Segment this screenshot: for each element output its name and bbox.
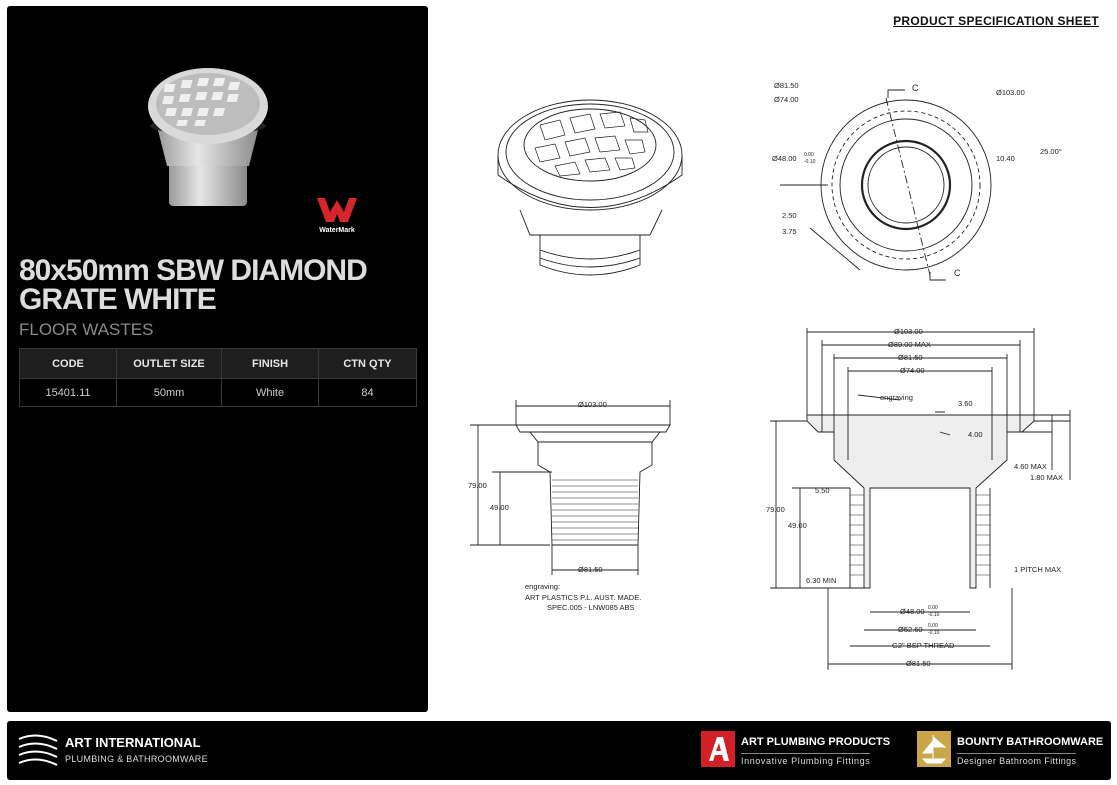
section-dim-pitch: 1 PITCH MAX (1014, 565, 1061, 574)
section-engraving: engraving (880, 393, 913, 402)
plan-dim-r375: 3.75 (782, 227, 797, 236)
brand1-name: ART INTERNATIONAL (65, 735, 201, 750)
brand3-name: BOUNTY BATHROOMWARE (957, 736, 1104, 748)
watermark-icon (317, 198, 357, 222)
section-dim-t360: 3.60 (958, 399, 973, 408)
side-dims: Ø103.00 79.00 49.00 Ø81.50 engraving: AR… (468, 400, 641, 612)
header-finish: FINISH (221, 348, 319, 379)
plan-dim-d48: Ø48.00 (772, 154, 797, 163)
watermark-label: WaterMark (319, 227, 355, 234)
side-view (470, 400, 671, 575)
side-engraving-line2: SPEC.005 - LNW085 ABS (547, 603, 635, 612)
product-panel: WaterMark 80x50mm SBW DIAMOND GRATE WHIT… (7, 6, 428, 712)
brand2-name: ART PLUMBING PRODUCTS (741, 736, 891, 748)
plan-section-bottom: C (954, 268, 961, 278)
section-view (770, 328, 1071, 670)
product-category: FLOOR WASTES (19, 320, 154, 339)
footer-bar: ART INTERNATIONAL PLUMBING & BATHROOMWAR… (7, 721, 1111, 780)
side-dim-d81: Ø81.50 (578, 565, 603, 574)
section-dim-t550: 5.50 (815, 486, 830, 495)
section-dim-h49: 49.00 (788, 521, 807, 530)
technical-drawings: Ø81.50 Ø74.00 Ø103.00 Ø48.00 0.00 -0.10 … (468, 81, 1071, 670)
section-dim-d74: Ø74.00 (900, 366, 925, 375)
section-tol-top-2: 0.00 (928, 623, 938, 629)
header-code: CODE (19, 348, 117, 379)
section-dim-d52: Ø52.60 (898, 625, 923, 634)
header-ctn-qty: CTN QTY (318, 348, 417, 379)
header-outlet-size: OUTLET SIZE (116, 348, 222, 379)
cell-outlet-size: 50mm (116, 378, 222, 407)
plan-dim-r250: 2.50 (782, 211, 797, 220)
art-international-logo-icon (18, 734, 58, 766)
plan-tol-bot: -0.10 (804, 159, 816, 165)
brand1-tagline: PLUMBING & BATHROOMWARE (65, 754, 208, 764)
product-title: 80x50mm SBW DIAMOND GRATE WHITE (19, 254, 368, 316)
side-engraving-line1: ART PLASTICS P.L. AUST. MADE. (525, 593, 641, 602)
section-dim-h79: 79.00 (766, 505, 785, 514)
art-plumbing-logo-icon (701, 731, 735, 767)
section-tol-bot-1: -0.10 (928, 612, 940, 618)
brand3-tagline: Designer Bathroom Fittings (957, 753, 1077, 766)
brand-art-plumbing: ART PLUMBING PRODUCTS Innovative Plumbin… (701, 731, 890, 772)
plan-tol-top: 0.00 (804, 152, 814, 158)
plan-dim-w1040: 10.40 (996, 154, 1015, 163)
table-row: 15401.11 50mm White 84 (19, 378, 417, 407)
sheet-label: PRODUCT SPECIFICATION SHEET (893, 14, 1099, 28)
side-engraving-label: engraving: (525, 582, 560, 591)
plan-dim-d103: Ø103.00 (996, 88, 1025, 97)
spec-table: CODE OUTLET SIZE FINISH CTN QTY 15401.11… (19, 348, 417, 407)
product-photo (148, 68, 268, 206)
section-dim-t460: 4.60 MAX (1014, 462, 1047, 471)
cell-ctn-qty: 84 (318, 378, 417, 407)
section-dim-d89: Ø89.00 MAX (888, 340, 931, 349)
plan-dims: Ø81.50 Ø74.00 Ø103.00 Ø48.00 0.00 -0.10 … (772, 81, 1062, 278)
side-dim-d103: Ø103.00 (578, 400, 607, 409)
product-title-line1: 80x50mm SBW DIAMOND (19, 254, 368, 287)
section-dim-t630: 6.30 MIN (806, 576, 836, 585)
section-dim-d48: Ø48.00 (900, 607, 925, 616)
plan-dim-d74: Ø74.00 (774, 95, 799, 104)
section-dim-t400: 4.00 (968, 430, 983, 439)
side-dim-h49: 49.00 (490, 503, 509, 512)
plan-dim-angle: 25.00° (1040, 147, 1062, 156)
cell-code: 15401.11 (19, 378, 117, 407)
brand2-tagline: Innovative Plumbing Fittings (741, 753, 871, 766)
side-dim-h79: 79.00 (468, 481, 487, 490)
section-dim-t180: 1.80 MAX (1030, 473, 1063, 482)
section-dim-d81: Ø81.50 (898, 353, 923, 362)
plan-view (780, 89, 992, 281)
section-tol-bot-2: -0.10 (928, 630, 940, 636)
product-title-line2: GRATE WHITE (19, 283, 217, 316)
bounty-logo-icon (917, 731, 951, 767)
watermark-logo: WaterMark (307, 194, 367, 234)
brand-bounty: BOUNTY BATHROOMWARE Designer Bathroom Fi… (917, 731, 1103, 772)
plan-dim-d81: Ø81.50 (774, 81, 799, 90)
iso-view (497, 99, 683, 276)
brand-art-international: ART INTERNATIONAL PLUMBING & BATHROOMWAR… (17, 729, 208, 776)
plan-section-top: C (912, 83, 919, 93)
section-dim-d103: Ø103.00 (894, 327, 923, 336)
section-dims: Ø103.00 Ø89.00 MAX Ø81.50 Ø74.00 engravi… (766, 327, 1063, 668)
section-dim-thread: G2" BSP THREAD (892, 641, 955, 650)
section-tol-top-1: 0.00 (928, 605, 938, 611)
table-header-row: CODE OUTLET SIZE FINISH CTN QTY (19, 348, 417, 379)
section-dim-d81b: Ø81.50 (906, 659, 931, 668)
cell-finish: White (221, 378, 319, 407)
